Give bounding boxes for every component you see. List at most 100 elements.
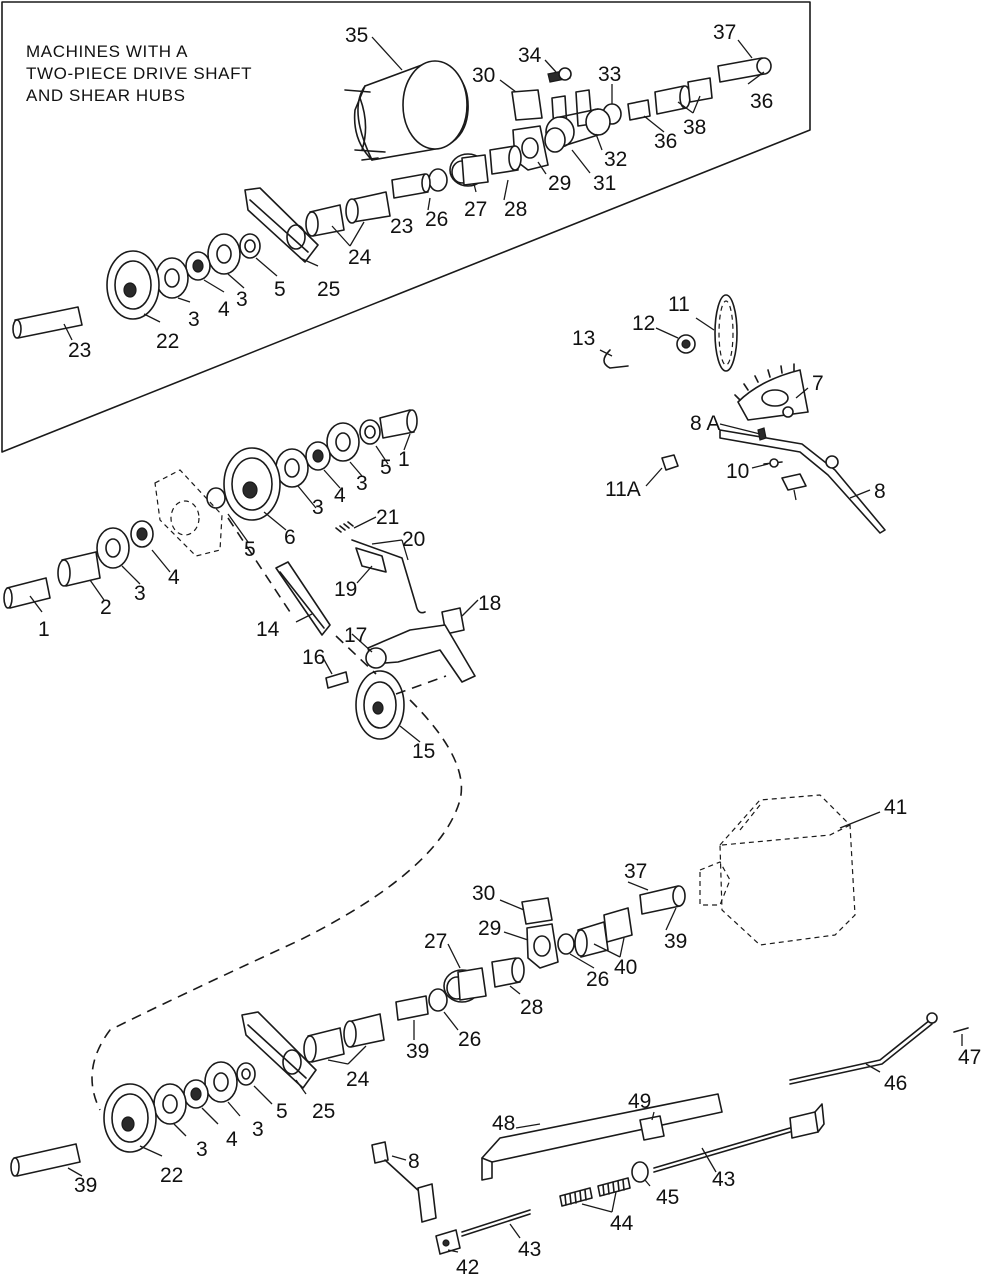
- part-22-pulley-lower: [103, 1083, 157, 1153]
- label-4-inset: 4: [218, 298, 230, 321]
- label-8a: 8 A: [690, 412, 720, 435]
- part-16-pin: [325, 671, 349, 689]
- part-6-pulley: [223, 447, 281, 521]
- label-26-lower-left: 26: [458, 1028, 481, 1051]
- part-24-tubes-lower: [303, 1013, 385, 1063]
- label-30: 30: [472, 64, 495, 87]
- part-3-flangette-upper-right: [326, 422, 360, 462]
- inset-note-line-3: AND SHEAR HUBS: [26, 86, 186, 105]
- part-34-bolt: [547, 67, 572, 83]
- part-42-clevis: [435, 1229, 461, 1255]
- part-29-flange-lower: [526, 923, 559, 969]
- label-7: 7: [812, 372, 824, 395]
- part-8-lever-lower: [371, 1141, 437, 1223]
- part-36-stub-shaft-upper: [717, 57, 772, 83]
- part-25-bracket-upper: [244, 187, 319, 263]
- part-28-tube: [489, 145, 522, 175]
- label-3-lower-right: 3: [252, 1118, 264, 1141]
- label-33: 33: [598, 63, 621, 86]
- part-4-bearing-lower: [130, 520, 154, 548]
- label-44: 44: [610, 1212, 634, 1235]
- part-2-tube: [57, 551, 101, 587]
- label-3-inset-a: 3: [188, 308, 200, 331]
- part-13-u-clip: [603, 349, 629, 369]
- label-12: 12: [632, 312, 655, 335]
- label-21: 21: [376, 506, 399, 529]
- label-24-lower: 24: [346, 1068, 370, 1091]
- part-39-shaft-lower: [10, 1143, 81, 1177]
- part-4-bearing-lower-bottom: [183, 1079, 209, 1109]
- label-37-lower: 37: [624, 860, 647, 883]
- part-22-pulley-inset: [106, 250, 160, 320]
- label-5-inset: 5: [274, 278, 286, 301]
- label-26-lower-right: 26: [586, 968, 609, 991]
- part-3-flangette-b-inset: [207, 233, 241, 275]
- label-29-lower: 29: [478, 917, 501, 940]
- part-21-spring: [335, 521, 354, 533]
- label-5-mid: 5: [244, 538, 256, 561]
- label-35: 35: [345, 24, 368, 47]
- label-11: 11: [668, 293, 690, 316]
- part-5-collar-lower: [236, 1062, 256, 1086]
- part-14-belt-guard: [275, 561, 331, 636]
- part-23-shaft-section-upper: [391, 173, 431, 199]
- label-22-inset: 22: [156, 330, 179, 353]
- label-3-upper-left: 3: [312, 496, 324, 519]
- dashed-centerline-1: [227, 517, 291, 613]
- part-5-collar-upper-inset: [239, 233, 261, 259]
- part-11a-clip: [661, 454, 679, 471]
- label-42: 42: [456, 1256, 479, 1279]
- label-43-lower: 43: [518, 1238, 541, 1261]
- part-24-tubes-upper: [305, 191, 391, 237]
- label-27: 27: [464, 198, 487, 221]
- part-17-hub: [365, 647, 387, 669]
- part-3-flangette-a-inset: [155, 257, 189, 299]
- label-4-lower-bottom: 4: [226, 1128, 238, 1151]
- part-5-collar-upper: [359, 419, 381, 445]
- label-37: 37: [713, 21, 736, 44]
- part-11-chain-loop: [714, 294, 738, 372]
- part-12-sprocket: [676, 334, 696, 354]
- part-5-collar-mid: [206, 487, 226, 509]
- label-39-mid: 39: [406, 1040, 429, 1063]
- label-19: 19: [334, 578, 357, 601]
- part-30-plate: [511, 89, 543, 121]
- label-11a: 11A: [605, 478, 641, 501]
- part-3-flangette-lower: [96, 527, 130, 569]
- label-48: 48: [492, 1112, 515, 1135]
- label-29: 29: [548, 172, 571, 195]
- part-47-pin: [953, 1027, 969, 1033]
- label-15: 15: [412, 740, 435, 763]
- dashed-belt-path: [91, 699, 463, 1111]
- label-45: 45: [656, 1186, 679, 1209]
- part-19-bracket: [355, 547, 387, 573]
- part-40-couplers: [574, 907, 633, 958]
- part-35-cylinder-guard: [344, 60, 469, 161]
- label-5-upper: 5: [380, 456, 392, 479]
- part-23-shaft-inset: [12, 306, 83, 339]
- part-25-bracket-lower: [241, 1011, 317, 1089]
- dashed-mount-hole: [170, 500, 200, 536]
- label-22-lower: 22: [160, 1164, 183, 1187]
- label-47: 47: [958, 1046, 981, 1069]
- part-4-bearing-upper: [305, 441, 331, 471]
- inset-note-line-1: MACHINES WITH A: [26, 42, 188, 61]
- part-26-washer-lower-left: [428, 988, 448, 1012]
- part-14-belt-guard-edge: [279, 571, 325, 629]
- label-36-top: 36: [750, 90, 773, 113]
- part-28-tube-lower: [491, 957, 525, 988]
- label-3-inset-b: 3: [236, 288, 248, 311]
- part-7-segment-gear: [734, 363, 809, 421]
- label-49: 49: [628, 1090, 651, 1113]
- label-14: 14: [256, 618, 280, 641]
- label-38: 38: [683, 116, 706, 139]
- label-39-lower: 39: [74, 1174, 97, 1197]
- label-36-mid: 36: [654, 130, 677, 153]
- dashed-mount-plate: [154, 469, 223, 557]
- part-1-shaft-upper: [379, 409, 418, 439]
- part-1-shaft-lower: [3, 577, 51, 609]
- label-6: 6: [284, 526, 296, 549]
- inset-note-line-2: TWO-PIECE DRIVE SHAFT: [26, 64, 252, 83]
- inset-border: [1, 1, 811, 453]
